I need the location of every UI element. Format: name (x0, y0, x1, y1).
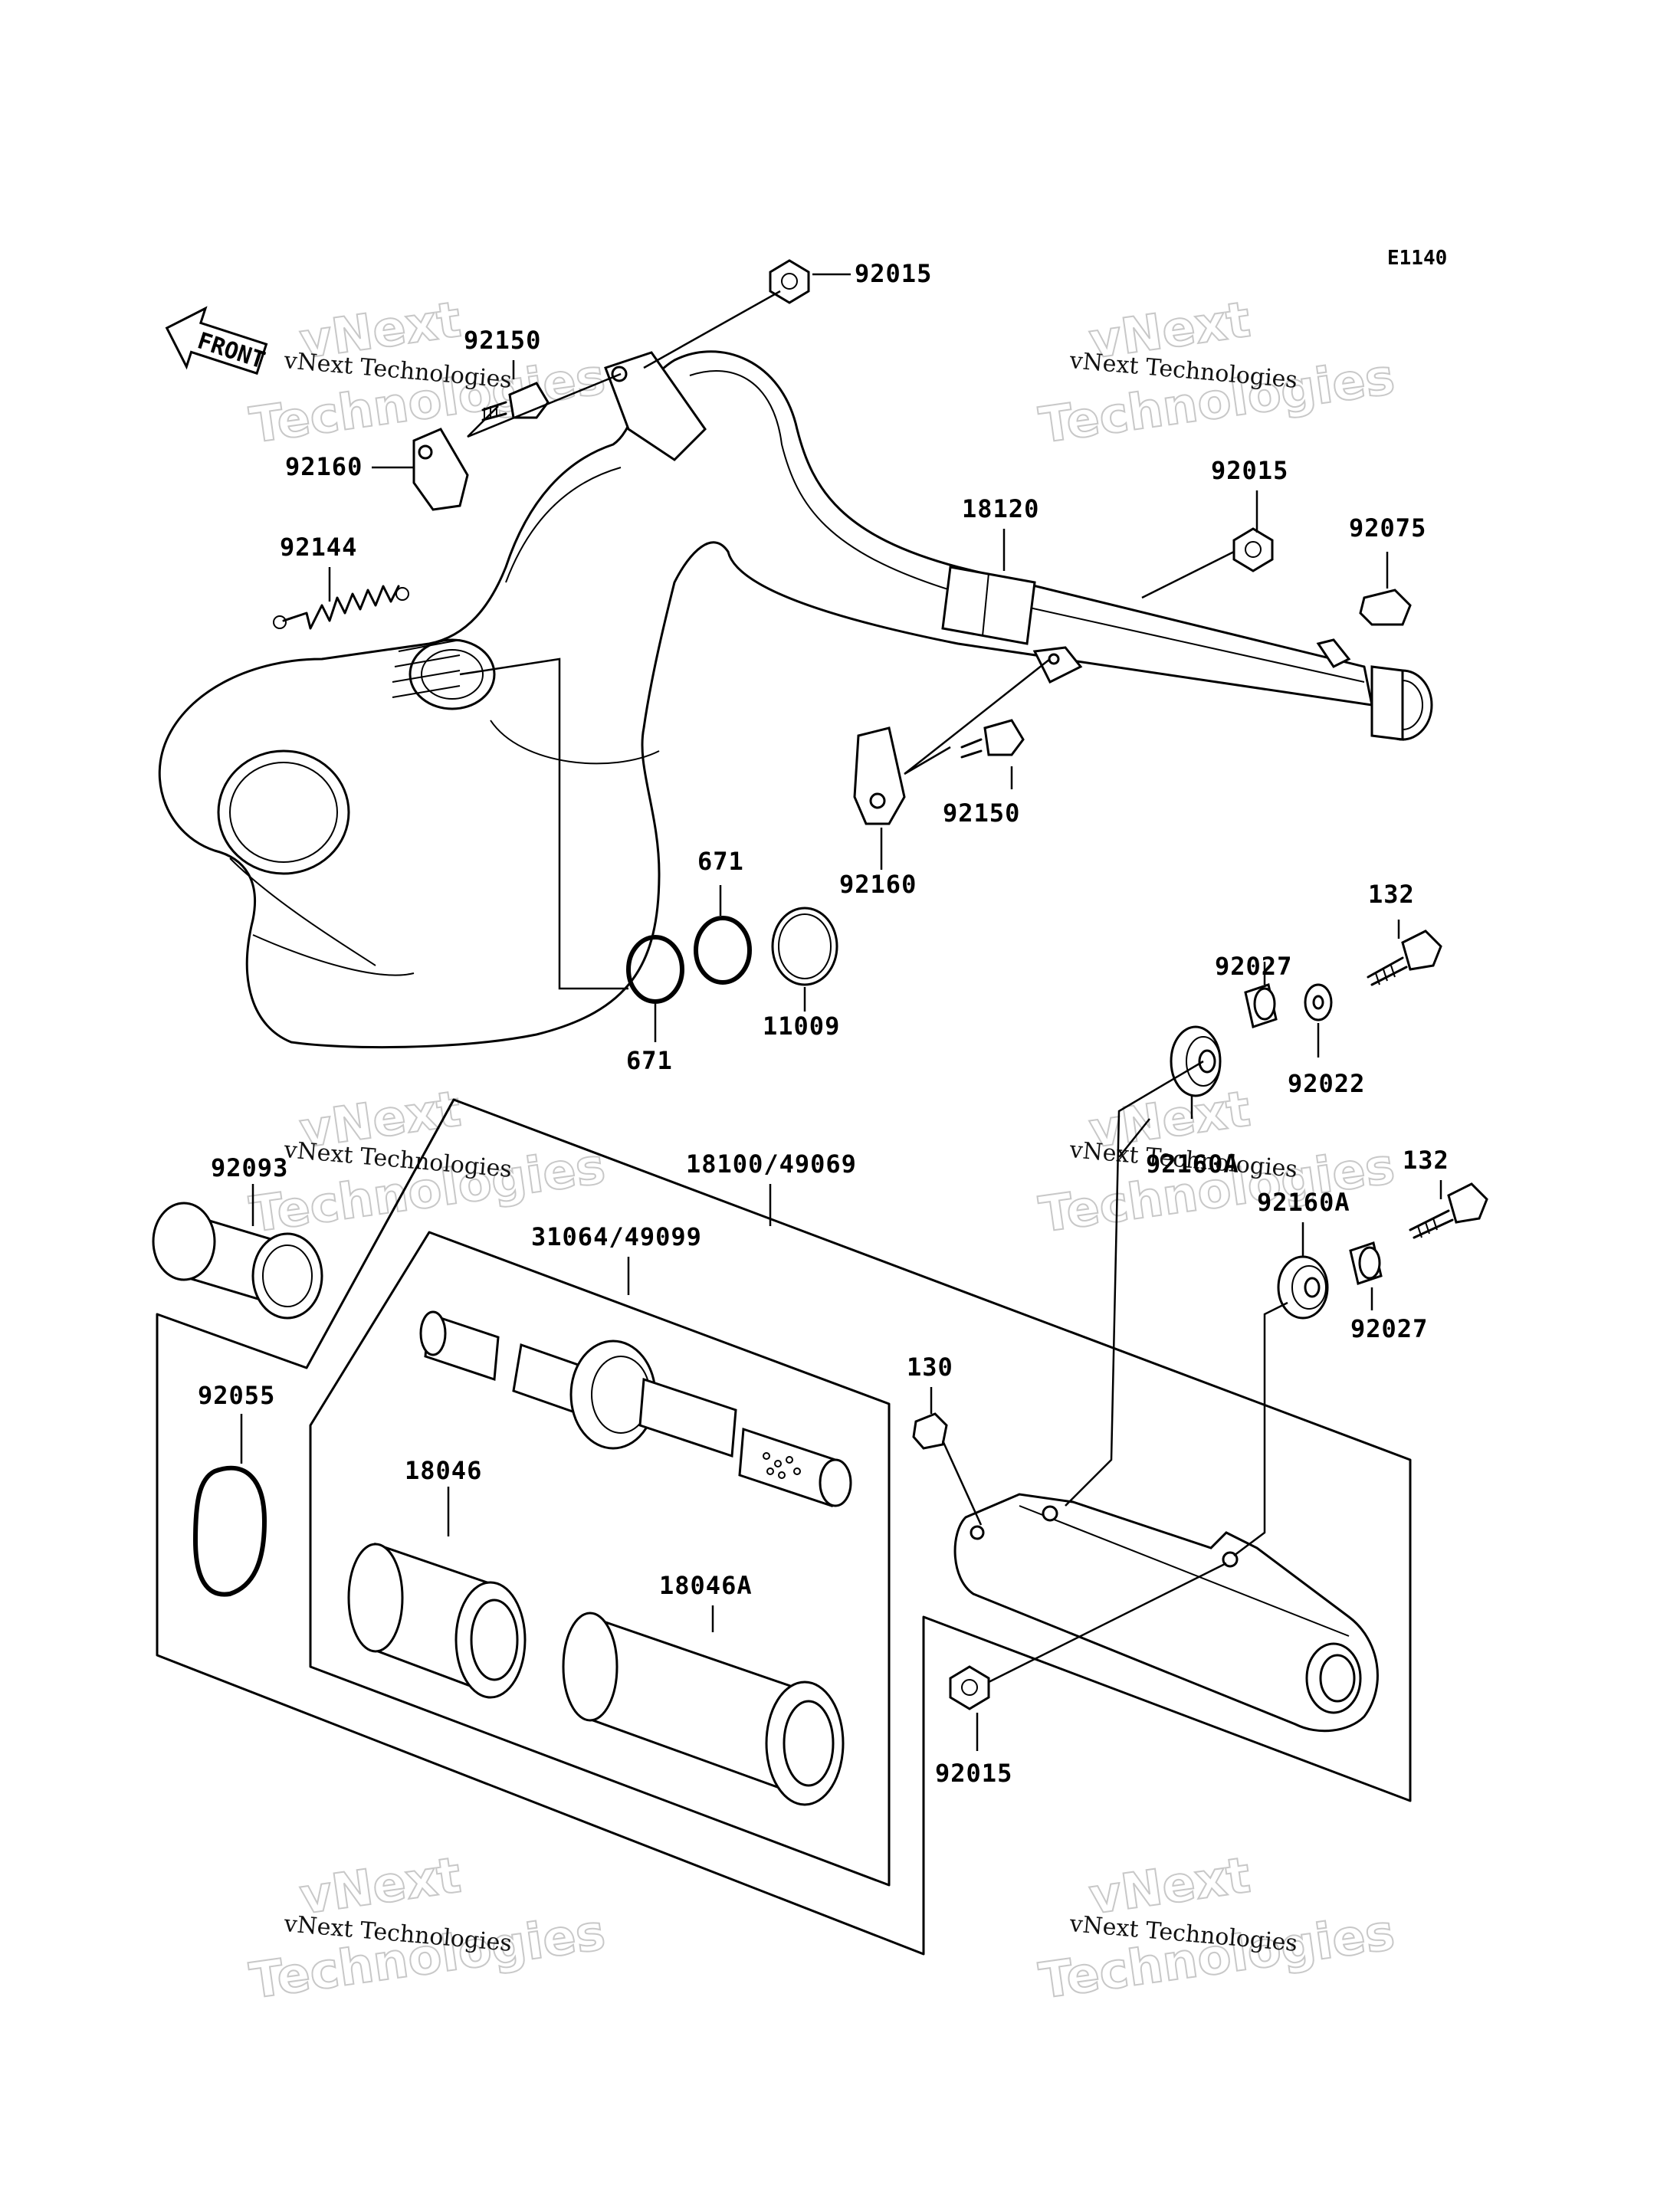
collar-92027-top[interactable] (1244, 983, 1278, 1028)
bracket-92160-lower[interactable] (853, 726, 906, 825)
spring-92144[interactable] (273, 585, 409, 630)
label-130[interactable]: 130 (907, 1353, 953, 1382)
rubber-92075[interactable] (1359, 589, 1412, 626)
label-132-top[interactable]: 132 (1368, 880, 1415, 909)
label-18120[interactable]: 18120 (962, 494, 1039, 523)
label-11009[interactable]: 11009 (763, 1012, 840, 1041)
inner-pipe-31064[interactable] (419, 1310, 852, 1508)
grommet-92160A-bottom[interactable] (1277, 1255, 1329, 1320)
label-92027-bottom[interactable]: 92027 (1350, 1314, 1428, 1343)
label-92160-lower[interactable]: 92160 (839, 870, 917, 899)
label-671-bottom[interactable]: 671 (626, 1046, 673, 1075)
nut-92015-right[interactable] (1232, 527, 1274, 572)
label-18100[interactable]: 18100/49069 (686, 1149, 857, 1179)
joint-pipe-92093[interactable] (152, 1202, 323, 1320)
label-92027-top[interactable]: 92027 (1215, 952, 1292, 981)
washer-92022[interactable] (1304, 983, 1333, 1021)
bolt-92150-lower[interactable] (960, 719, 1025, 759)
silencer-body[interactable] (953, 1493, 1379, 1733)
perforation-icon (763, 1452, 801, 1479)
label-92093[interactable]: 92093 (211, 1153, 288, 1182)
packing-18046A[interactable] (562, 1612, 845, 1806)
label-132-bottom[interactable]: 132 (1403, 1146, 1449, 1175)
nut-92015-top[interactable] (769, 259, 810, 304)
nut-92015-bottom[interactable] (949, 1665, 990, 1710)
diagram-code: E1140 (1387, 247, 1447, 270)
label-92150-lower[interactable]: 92150 (943, 798, 1020, 828)
collar-92027-bottom[interactable] (1349, 1241, 1383, 1285)
o-ring-671-left[interactable] (626, 935, 684, 1004)
bolt-132-top[interactable] (1367, 930, 1442, 986)
label-92015-top[interactable]: 92015 (855, 259, 932, 288)
label-92022[interactable]: 92022 (1288, 1069, 1365, 1098)
label-92160A-bottom[interactable]: 92160A (1257, 1188, 1350, 1217)
label-92160-top[interactable]: 92160 (285, 452, 363, 481)
packing-18046[interactable] (347, 1542, 527, 1699)
label-92015-bottom[interactable]: 92015 (935, 1759, 1012, 1788)
label-92160A-top[interactable]: 92160A (1146, 1149, 1239, 1179)
label-31064[interactable]: 31064/49099 (531, 1222, 702, 1251)
gasket-11009[interactable] (771, 907, 838, 986)
gasket-92055[interactable] (193, 1465, 267, 1597)
label-92150-top[interactable]: 92150 (464, 326, 541, 355)
label-671-top[interactable]: 671 (697, 847, 744, 876)
bracket-92160-top[interactable] (412, 428, 469, 511)
label-18046A[interactable]: 18046A (659, 1571, 753, 1600)
bolt-130[interactable] (912, 1412, 948, 1450)
label-18046[interactable]: 18046 (405, 1456, 482, 1485)
outline-18100 (156, 1098, 1412, 1956)
o-ring-671-right[interactable] (694, 916, 752, 985)
label-92015-right[interactable]: 92015 (1211, 456, 1288, 485)
outline-31064 (309, 1231, 891, 1887)
expansion-chamber[interactable] (158, 350, 1433, 1049)
label-92075[interactable]: 92075 (1349, 513, 1426, 543)
bolt-132-bottom[interactable] (1409, 1182, 1488, 1239)
label-92144[interactable]: 92144 (280, 533, 357, 562)
leader-lines (240, 273, 1442, 1751)
front-arrow-icon: FRONT (165, 306, 268, 375)
label-92055[interactable]: 92055 (198, 1381, 275, 1410)
grommet-92160A-top[interactable] (1170, 1025, 1222, 1097)
